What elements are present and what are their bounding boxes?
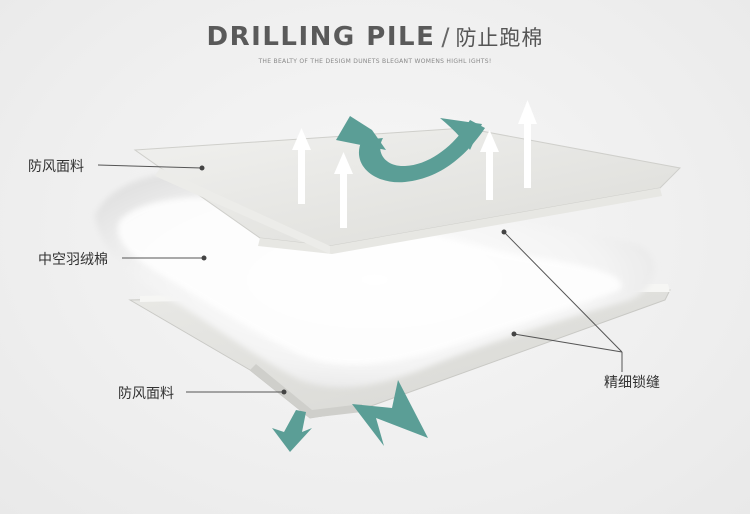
label-top-fabric: 防风面料 <box>28 159 84 175</box>
up-arrow-icon <box>518 100 537 188</box>
page-title: DRILLING PILE/防止跑棉 <box>0 22 750 52</box>
up-arrow-icon <box>334 152 353 228</box>
title-separator: / <box>441 23 450 51</box>
leader-dots <box>199 165 517 395</box>
leader-lines <box>97 164 623 393</box>
label-bottom-fabric: 防风面料 <box>118 386 174 402</box>
teal-down-arrow-icon <box>272 410 312 452</box>
label-stitching: 精细锁缝 <box>604 375 660 391</box>
teal-inward-arrow-icon <box>352 380 428 446</box>
white-up-arrows <box>292 100 537 228</box>
label-middle-fill: 中空羽绒棉 <box>38 252 108 268</box>
title-chinese: 防止跑棉 <box>455 26 544 50</box>
up-arrow-icon <box>480 130 499 200</box>
title-english: DRILLING PILE <box>206 22 436 52</box>
page-subtitle: THE BEALTY OF THE DESIGM DUNETS BLEGANT … <box>258 58 492 65</box>
up-arrow-icon <box>292 128 311 204</box>
top-fabric-layer <box>133 127 682 254</box>
teal-curved-arrow-icon <box>336 116 485 183</box>
